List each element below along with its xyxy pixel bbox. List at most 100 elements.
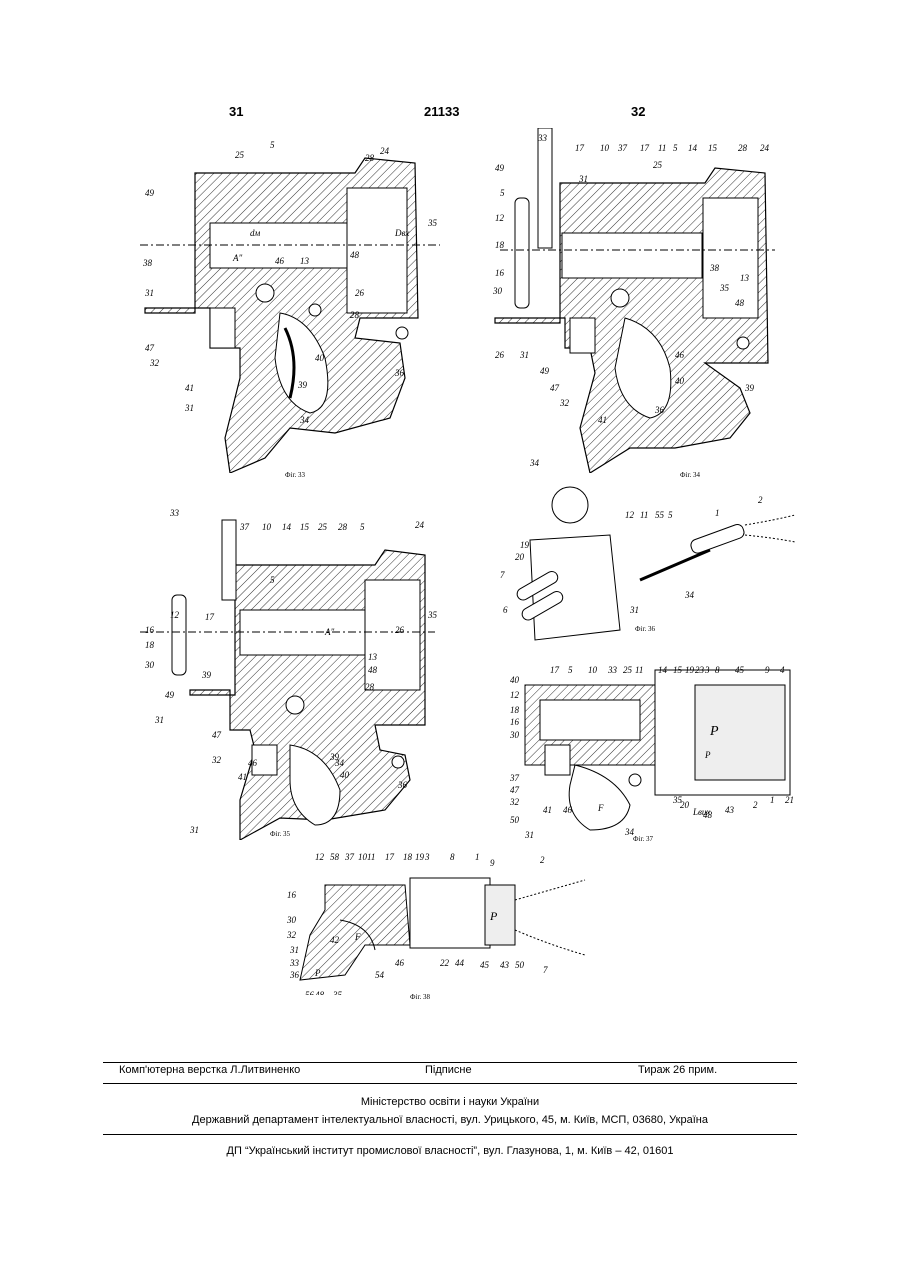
callout-label: 30	[492, 286, 503, 296]
callout-label: 38	[142, 258, 153, 268]
callout-label: 48	[703, 810, 713, 820]
callout-label: 28	[365, 682, 375, 692]
callout-label: 5	[500, 188, 505, 198]
callout-label: 14	[688, 143, 698, 153]
callout-label: 24	[380, 146, 390, 156]
figure-caption: Фіг. 34	[680, 471, 700, 479]
callout-label: 12	[315, 852, 325, 862]
callout-label: 16	[145, 625, 155, 635]
callout-label: 32	[559, 398, 570, 408]
print-run: Тираж 26 прим.	[638, 1064, 717, 1076]
callout-label: 18	[510, 705, 520, 715]
callout-label: 7	[543, 965, 548, 975]
svg-text:P: P	[489, 909, 498, 923]
callout-label: 28	[338, 522, 348, 532]
callout-label: 41	[598, 415, 607, 425]
callout-label: 54	[375, 970, 385, 980]
callout-label: 1	[770, 795, 775, 805]
callout-label: 13	[300, 256, 310, 266]
callout-label: 17	[575, 143, 585, 153]
callout-label: 47	[510, 785, 520, 795]
callout-label: 25	[653, 160, 663, 170]
callout-label: 37	[239, 522, 250, 532]
callout-label: 13	[368, 652, 378, 662]
callout-label: A"	[232, 253, 242, 263]
callout-label: 12	[510, 690, 520, 700]
callout-label: Dвх	[394, 228, 409, 238]
callout-label: 5	[673, 143, 678, 153]
callout-label: 46	[248, 758, 258, 768]
callout-label: 11	[640, 510, 648, 520]
callout-label: 42	[330, 935, 340, 945]
figure-38: P 125837101117181938192163032313336PF425…	[285, 850, 590, 995]
callout-label: 18	[145, 640, 155, 650]
callout-label: 32	[509, 797, 520, 807]
callout-label: 25	[235, 150, 245, 160]
callout-label: 20	[680, 800, 690, 810]
callout-label: 56	[305, 990, 315, 995]
patent-number: 21133	[424, 104, 459, 119]
page-number-left: 31	[229, 104, 243, 119]
callout-label: 31	[629, 605, 639, 615]
callout-label: 41	[543, 805, 552, 815]
callout-label: 2	[753, 800, 758, 810]
figure-caption: Фіг. 38	[410, 993, 430, 1001]
callout-label: 18	[495, 240, 505, 250]
callout-label: 40	[510, 675, 520, 685]
callout-label: 37	[509, 773, 520, 783]
callout-label: 26	[355, 288, 365, 298]
callout-label: 41	[185, 383, 194, 393]
callout-label: 26	[395, 625, 405, 635]
callout-label: 24	[415, 520, 425, 530]
callout-label: 40	[340, 770, 350, 780]
callout-label: 36	[397, 780, 408, 790]
callout-label: 36	[394, 368, 405, 378]
callout-label: 4	[780, 665, 785, 675]
callout-label: 1	[715, 508, 720, 518]
callout-label: 38	[709, 263, 720, 273]
callout-label: 35	[332, 990, 343, 995]
department-address: Державний департамент інтелектуальної вл…	[103, 1114, 797, 1126]
callout-label: 33	[169, 508, 180, 518]
callout-label: 3	[424, 852, 430, 862]
callout-label: 30	[509, 730, 520, 740]
callout-label: 30	[286, 915, 297, 925]
callout-label: 37	[617, 143, 628, 153]
figure-caption: Фіг. 35	[270, 830, 290, 838]
callout-label: 2	[540, 855, 545, 865]
footer-rule-bottom	[103, 1134, 797, 1135]
callout-label: 45	[735, 665, 745, 675]
callout-label: 34	[299, 415, 310, 425]
figure-37: P 1751033251114151923384594P401218163037…	[505, 655, 795, 840]
callout-label: 40	[675, 376, 685, 386]
callout-label: 46	[675, 350, 685, 360]
callout-label: 31	[184, 403, 194, 413]
callout-label: 14	[282, 522, 292, 532]
callout-label: 10	[600, 143, 610, 153]
callout-label: 43	[500, 960, 510, 970]
callout-label: 19	[685, 665, 695, 675]
callout-label: 17	[640, 143, 650, 153]
callout-label: 17	[550, 665, 560, 675]
callout-label: P	[314, 968, 321, 978]
callout-label: 30	[144, 660, 155, 670]
callout-label: F	[597, 803, 604, 813]
callout-label: 49	[540, 366, 550, 376]
callout-label: 14	[658, 665, 668, 675]
callout-label: 37	[344, 852, 355, 862]
signed-label: Підписне	[425, 1064, 472, 1076]
callout-label: 11	[635, 665, 643, 675]
callout-label: 2	[758, 495, 763, 505]
callout-label: 34	[684, 590, 695, 600]
callout-label: 45	[480, 960, 490, 970]
callout-label: 48	[735, 298, 745, 308]
callout-label: F	[354, 932, 361, 942]
callout-label: 3	[704, 665, 710, 675]
callout-label: 33	[289, 958, 300, 968]
callout-label: 31	[189, 825, 199, 835]
callout-label: 49	[495, 163, 505, 173]
callout-label: 25	[318, 522, 328, 532]
callout-label: 19	[520, 540, 530, 550]
callout-label: 35	[719, 283, 730, 293]
figure-33: 5252824493538A"dм461348Dвх31262847324131…	[140, 128, 450, 473]
